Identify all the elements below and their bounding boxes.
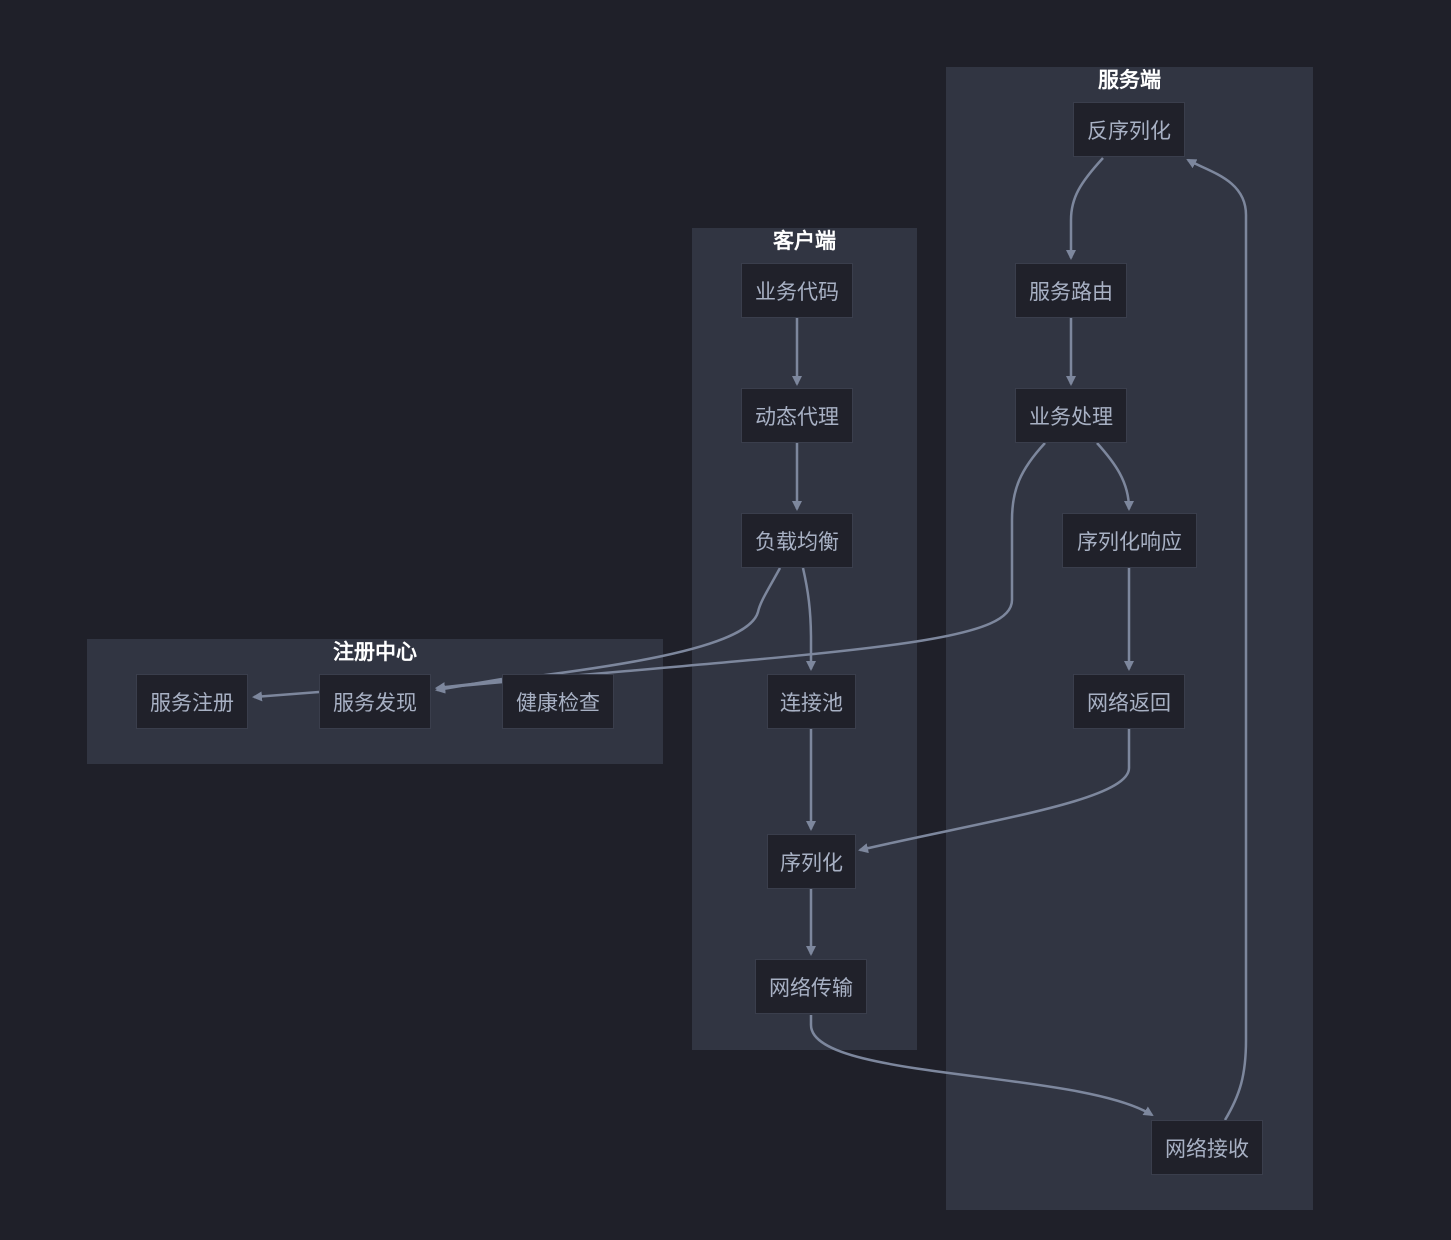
node-load-balance[interactable]: 负载均衡 [741, 513, 853, 568]
group-registry-title: 注册中心 [333, 640, 417, 664]
node-serialize[interactable]: 序列化 [767, 834, 856, 889]
node-business-process[interactable]: 业务处理 [1015, 388, 1127, 443]
group-server-title: 服务端 [1098, 68, 1161, 92]
node-deserialize[interactable]: 反序列化 [1073, 102, 1185, 157]
node-health-check[interactable]: 健康检查 [502, 674, 614, 729]
group-client: 客户端 [692, 228, 917, 1050]
node-network-return[interactable]: 网络返回 [1073, 674, 1185, 729]
node-business-code[interactable]: 业务代码 [741, 263, 853, 318]
node-service-register[interactable]: 服务注册 [136, 674, 248, 729]
node-serialize-response[interactable]: 序列化响应 [1062, 513, 1197, 568]
node-service-discovery[interactable]: 服务发现 [319, 674, 431, 729]
node-connection-pool[interactable]: 连接池 [767, 674, 856, 729]
node-network-transmit[interactable]: 网络传输 [755, 959, 867, 1014]
group-server: 服务端 [946, 67, 1313, 1210]
node-service-route[interactable]: 服务路由 [1015, 263, 1127, 318]
node-network-receive[interactable]: 网络接收 [1151, 1120, 1263, 1175]
group-client-title: 客户端 [773, 229, 836, 253]
node-dynamic-proxy[interactable]: 动态代理 [741, 388, 853, 443]
